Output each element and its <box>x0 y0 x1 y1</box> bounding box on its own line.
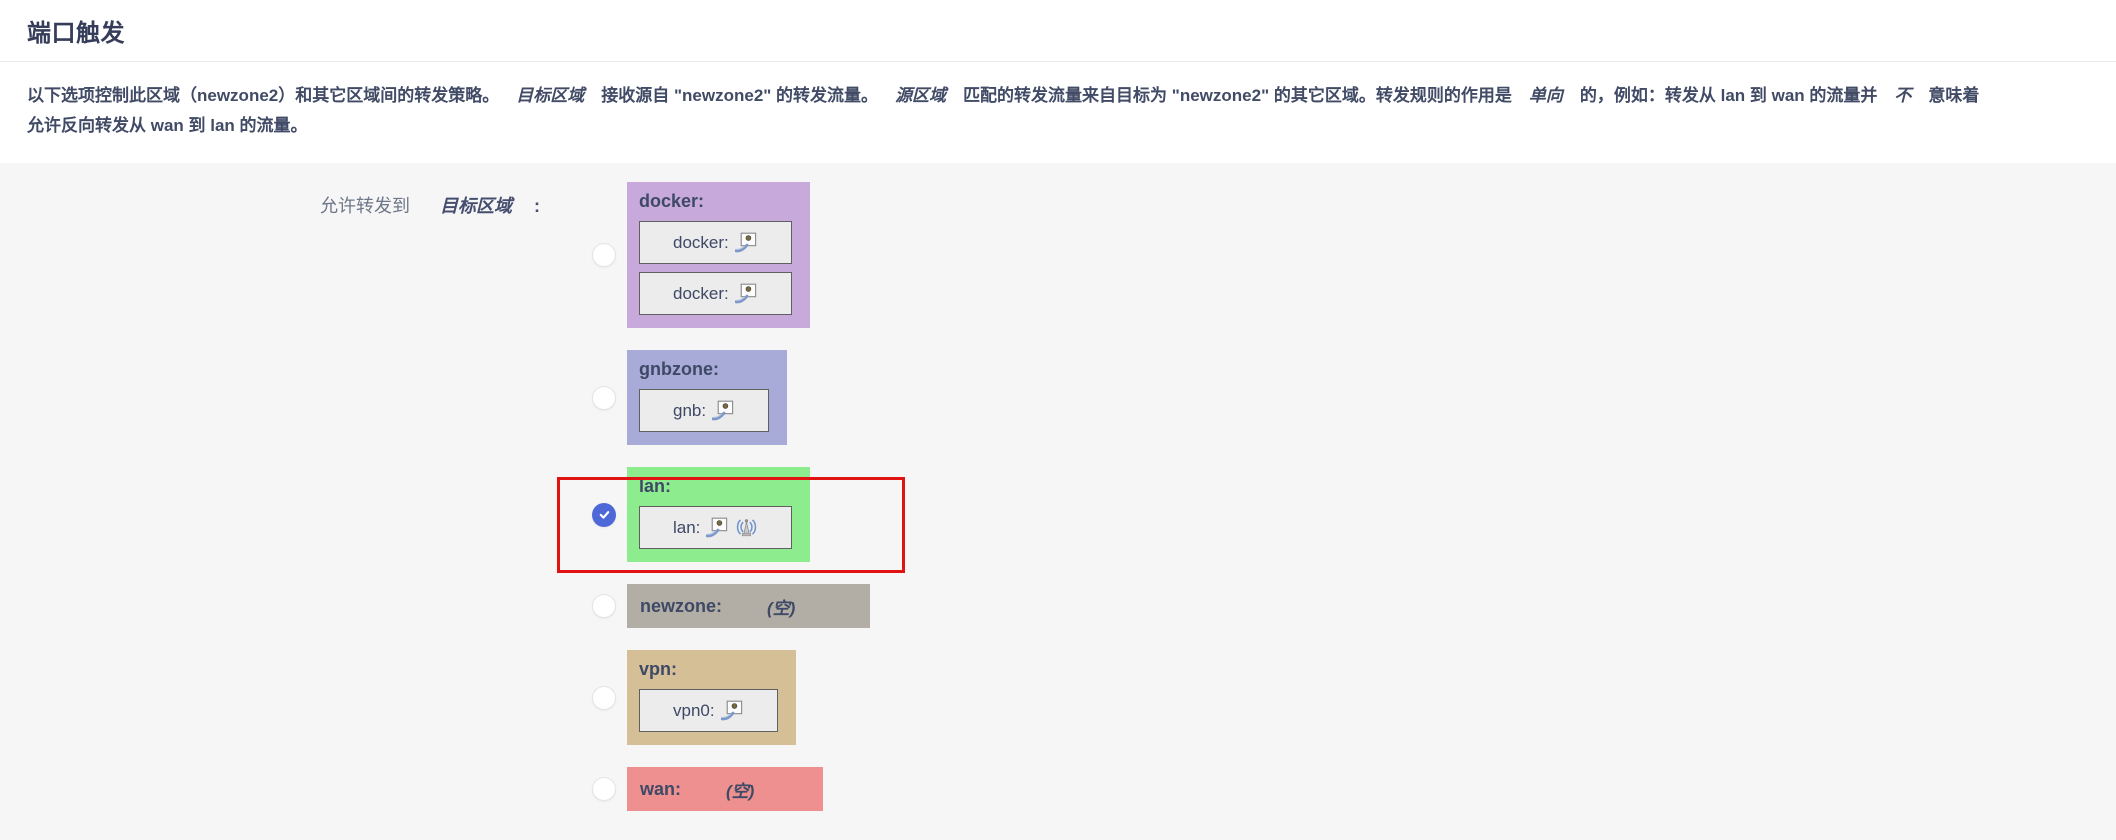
description-segment: 的，例如：转发从 lan 到 wan 的流量并 <box>1579 86 1878 105</box>
zone-row: lan: lan: <box>592 467 870 562</box>
network-pill-lan: lan: <box>639 506 793 549</box>
zone-list: docker: docker: docker: gnbzone: gnb: <box>592 182 870 833</box>
description-segment: 允许反向转发从 wan 到 lan 的流量。 <box>27 116 308 135</box>
network-pill-vpn0: vpn0: <box>639 689 778 732</box>
zone-box-wan[interactable]: wan: (空) <box>627 767 823 811</box>
form-label-text: 允许转发到 <box>320 196 410 216</box>
zone-empty-label: (空) <box>767 598 796 618</box>
zone-radio-lan[interactable] <box>592 502 616 527</box>
zone-box-newzone[interactable]: newzone: (空) <box>627 584 870 628</box>
description-emphasis: 单向 <box>1528 86 1563 105</box>
zone-row: docker: docker: docker: <box>592 182 870 328</box>
network-name: lan: <box>673 517 701 537</box>
form-label: 允许转发到 目标区域: <box>0 182 540 218</box>
form-label-emphasis: 目标区域 <box>440 196 512 216</box>
zone-row: gnbzone: gnb: <box>592 350 870 445</box>
checkmark-icon <box>599 511 609 519</box>
zone-row: newzone: (空) <box>592 584 870 628</box>
description-segment: 匹配的转发流量来自目标为 "newzone2" 的其它区域。转发规则的作用是 <box>963 86 1512 105</box>
network-pill-docker: docker: <box>639 272 792 315</box>
zone-name-label: wan: <box>640 778 682 799</box>
ethernet-icon <box>734 283 756 304</box>
zone-name-label: docker: <box>639 191 705 211</box>
ethernet-icon <box>706 517 728 538</box>
zone-box-lan[interactable]: lan: lan: <box>627 467 811 562</box>
zone-box-docker[interactable]: docker: docker: docker: <box>627 182 810 328</box>
network-pill-gnb: gnb: <box>639 389 770 432</box>
zone-radio-wan[interactable] <box>592 777 616 801</box>
page-title: 端口触发 <box>27 20 125 47</box>
description-segment: 接收源自 "newzone2" 的转发流量。 <box>601 86 879 105</box>
ethernet-icon <box>720 700 742 721</box>
zone-empty-label: (空) <box>726 781 755 801</box>
description-emphasis: 源区域 <box>895 86 947 105</box>
zone-name-label: gnbzone: <box>639 359 719 379</box>
zone-row: vpn: vpn0: <box>592 650 870 745</box>
network-name: docker: <box>673 232 729 252</box>
zone-name-label: newzone: <box>640 595 723 616</box>
description-segment: 意味着 <box>1928 86 1980 105</box>
description-section: 以下选项控制此区域（newzone2）和其它区域间的转发策略。目标区域接收源自 … <box>0 62 2116 163</box>
network-name: docker: <box>673 283 729 303</box>
description: 以下选项控制此区域（newzone2）和其它区域间的转发策略。目标区域接收源自 … <box>27 81 2089 141</box>
zone-name-label: vpn: <box>639 659 677 679</box>
network-name: vpn0: <box>673 700 715 720</box>
ethernet-icon <box>712 400 734 421</box>
form-section: 允许转发到 目标区域: docker: docker: docker: gnbzo… <box>0 163 2116 840</box>
zone-radio-gnbzone[interactable] <box>592 385 616 410</box>
page-header: 端口触发 <box>0 0 2116 62</box>
zone-radio-vpn[interactable] <box>592 685 616 710</box>
description-emphasis: 不 <box>1894 86 1912 105</box>
ethernet-icon <box>734 232 756 253</box>
wifi-icon <box>737 519 757 537</box>
zone-radio-docker[interactable] <box>592 243 616 267</box>
zone-row: wan: (空) <box>592 767 870 811</box>
form-label-colon: : <box>534 196 540 216</box>
zone-box-vpn[interactable]: vpn: vpn0: <box>627 650 796 745</box>
description-segment: 以下选项控制此区域（newzone2）和其它区域间的转发策略。 <box>27 86 500 105</box>
network-name: gnb: <box>673 400 707 420</box>
zone-radio-newzone[interactable] <box>592 594 616 618</box>
network-pill-docker: docker: <box>639 221 792 264</box>
zone-box-gnbzone[interactable]: gnbzone: gnb: <box>627 350 788 445</box>
zone-name-label: lan: <box>639 476 672 496</box>
description-emphasis: 目标区域 <box>516 86 585 105</box>
